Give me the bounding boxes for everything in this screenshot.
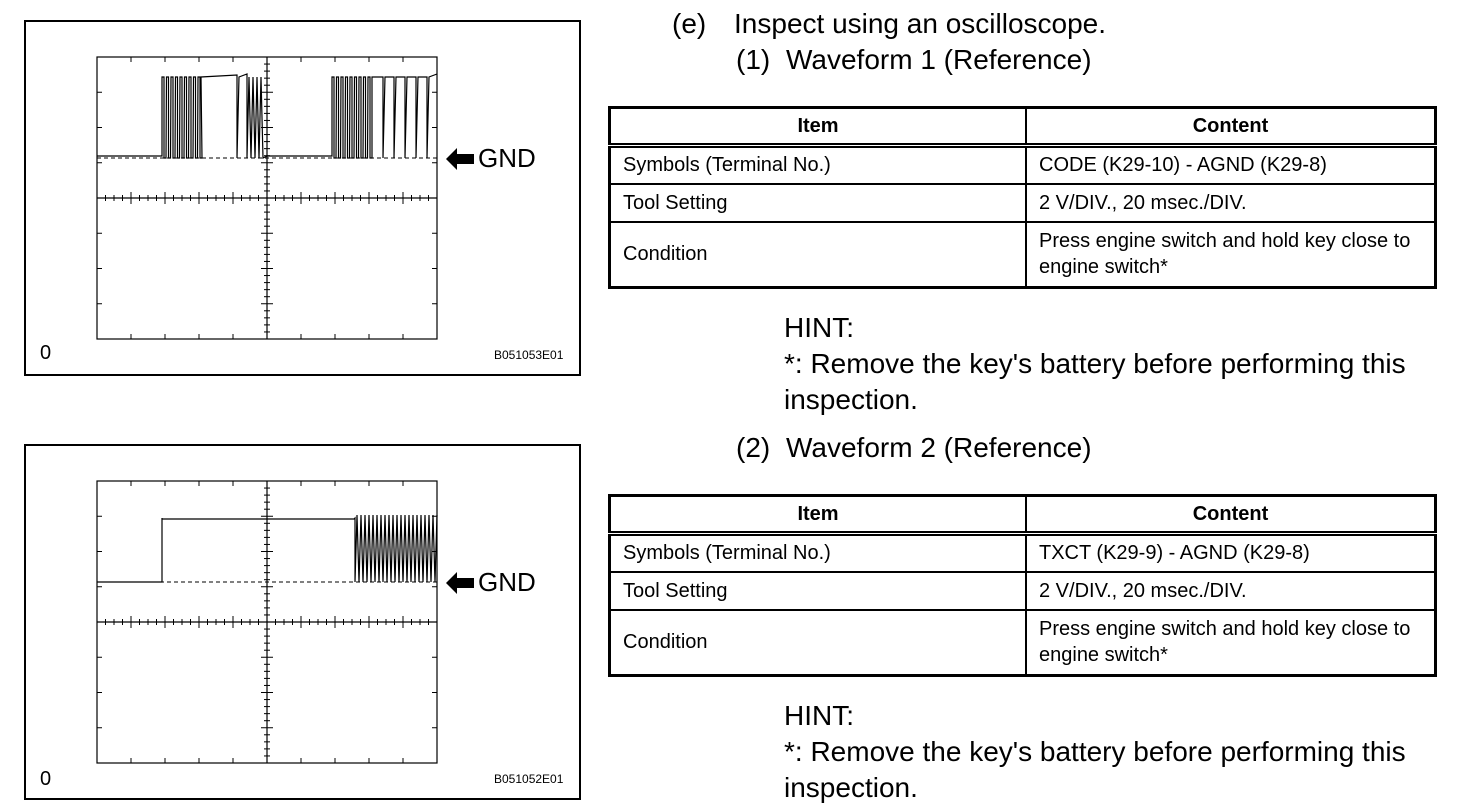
- waveform-2-hint: HINT: *: Remove the key's battery before…: [784, 698, 1424, 806]
- waveform-2-gnd-label: GND: [478, 567, 536, 597]
- step-text: Inspect using an oscilloscope.: [734, 8, 1107, 39]
- step-heading: (e) Inspect using an oscilloscope.: [672, 8, 1106, 40]
- table-cell: Symbols (Terminal No.): [608, 532, 1027, 573]
- waveform-1-figure-code: B051053E01: [494, 348, 564, 362]
- table-cell: 2 V/DIV., 20 msec./DIV.: [1025, 570, 1437, 611]
- table-cell: 2 V/DIV., 20 msec./DIV.: [1025, 182, 1437, 223]
- waveform-1-heading: (1) Waveform 1 (Reference): [736, 44, 1092, 76]
- table-cell: Press engine switch and hold key close t…: [1025, 608, 1437, 677]
- table-header-item: Item: [608, 494, 1027, 535]
- table-row: Condition Press engine switch and hold k…: [608, 220, 1437, 289]
- waveform-1-gnd-marker: GND: [446, 143, 536, 174]
- table-row: Tool Setting 2 V/DIV., 20 msec./DIV.: [608, 570, 1437, 611]
- waveform-1-table: Item Content Symbols (Terminal No.) CODE…: [608, 106, 1437, 289]
- table-header-item: Item: [608, 106, 1027, 147]
- table-cell: Condition: [608, 220, 1027, 289]
- table-cell: Press engine switch and hold key close t…: [1025, 220, 1437, 289]
- table-cell: Condition: [608, 608, 1027, 677]
- waveform-1-scope: [96, 56, 438, 340]
- table-cell: TXCT (K29-9) - AGND (K29-8): [1025, 532, 1437, 573]
- table-cell: CODE (K29-10) - AGND (K29-8): [1025, 144, 1437, 185]
- table-cell: Tool Setting: [608, 570, 1027, 611]
- waveform-2-gnd-marker: GND: [446, 567, 536, 598]
- step-marker: (e): [672, 8, 707, 39]
- table-header-content: Content: [1025, 106, 1437, 147]
- waveform-1-gnd-label: GND: [478, 143, 536, 173]
- table-row: Tool Setting 2 V/DIV., 20 msec./DIV.: [608, 182, 1437, 223]
- waveform-trace: [97, 73, 438, 159]
- waveform-1-title: Waveform 1 (Reference): [786, 44, 1092, 75]
- waveform-1-zero-label: 0: [40, 342, 52, 364]
- waveform-2-figure: 0 B051052E01: [24, 444, 581, 800]
- waveform-trace: [97, 514, 438, 583]
- waveform-1-number: (1): [736, 44, 771, 75]
- hint-text: *: Remove the key's battery before perfo…: [784, 348, 1406, 415]
- waveform-1-figure: 0 B051053E01: [24, 20, 581, 376]
- waveform-2-title: Waveform 2 (Reference): [786, 432, 1092, 463]
- table-cell: Tool Setting: [608, 182, 1027, 223]
- table-header-content: Content: [1025, 494, 1437, 535]
- table-row: Condition Press engine switch and hold k…: [608, 608, 1437, 677]
- waveform-2-zero-label: 0: [40, 768, 52, 790]
- hint-text: *: Remove the key's battery before perfo…: [784, 736, 1406, 803]
- waveform-2-heading: (2) Waveform 2 (Reference): [736, 432, 1092, 464]
- table-row: Symbols (Terminal No.) CODE (K29-10) - A…: [608, 144, 1437, 185]
- waveform-2-table: Item Content Symbols (Terminal No.) TXCT…: [608, 494, 1437, 677]
- table-row: Symbols (Terminal No.) TXCT (K29-9) - AG…: [608, 532, 1437, 573]
- waveform-1-hint: HINT: *: Remove the key's battery before…: [784, 310, 1424, 418]
- waveform-2-scope: [96, 480, 438, 764]
- waveform-2-figure-code: B051052E01: [494, 772, 564, 786]
- hint-label: HINT:: [784, 700, 854, 731]
- table-cell: Symbols (Terminal No.): [608, 144, 1027, 185]
- arrow-left-icon: [446, 571, 474, 594]
- arrow-left-icon: [446, 147, 474, 170]
- waveform-2-number: (2): [736, 432, 771, 463]
- hint-label: HINT:: [784, 312, 854, 343]
